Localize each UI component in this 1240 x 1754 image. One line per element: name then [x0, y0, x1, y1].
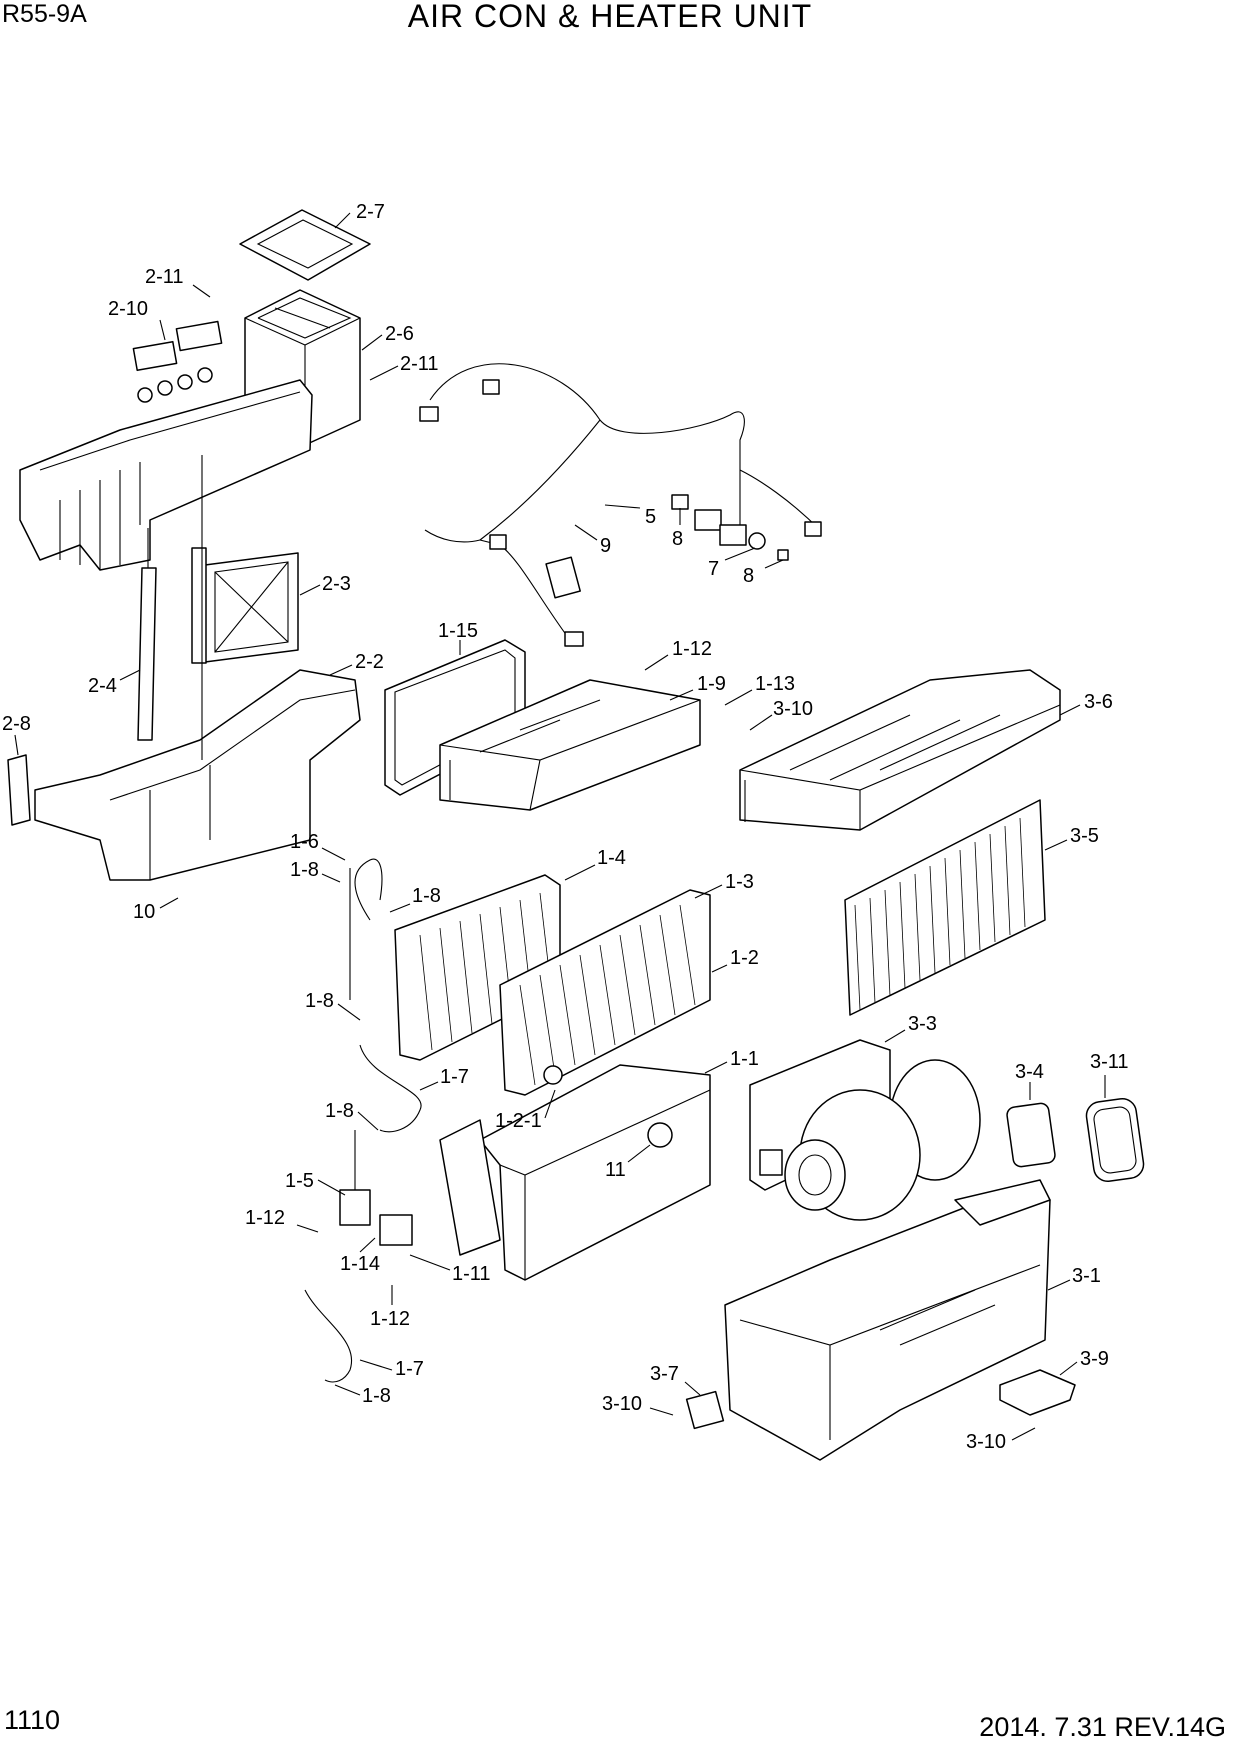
callout-7: 7 — [708, 558, 719, 580]
filter-frame-2-7 — [239, 209, 371, 281]
callout-1-11: 1-11 — [452, 1263, 491, 1285]
callout-3-3: 3-3 — [908, 1013, 937, 1035]
case-lower-1-1 — [439, 1064, 711, 1281]
lower-duct-2-2 — [7, 669, 361, 881]
case-lower-3-1 — [724, 1179, 1051, 1461]
callout-3-1: 3-1 — [1072, 1265, 1101, 1287]
callout-8-harness-left: 8 — [672, 528, 683, 550]
revision-date: 2014. 7.31 REV.14G — [979, 1712, 1226, 1742]
heater-valve-1-5 — [339, 868, 413, 1246]
callout-1-8-bottom: 1-8 — [362, 1385, 391, 1407]
callout-1-5: 1-5 — [285, 1170, 314, 1192]
page-number: 1110 — [4, 1705, 61, 1735]
callout-3-4: 3-4 — [1015, 1061, 1044, 1083]
callout-1-12-bottom: 1-12 — [370, 1308, 410, 1330]
callout-3-10-bottom-right: 3-10 — [966, 1431, 1006, 1453]
actuators-3-7-3-9 — [685, 1369, 1076, 1430]
heater-core-1-4 — [394, 874, 561, 1061]
callout-3-11: 3-11 — [1090, 1051, 1129, 1073]
evaporator-1-2 — [499, 889, 711, 1096]
case-top-3-6 — [739, 669, 1061, 831]
callout-1-8-middle: 1-8 — [305, 990, 334, 1012]
callout-3-6: 3-6 — [1084, 691, 1113, 713]
callout-1-7-upper: 1-7 — [440, 1066, 469, 1088]
callout-2-11-top: 2-11 — [145, 266, 184, 288]
upper-duct-2-1 — [19, 367, 313, 571]
callout-2-3: 2-3 — [322, 573, 351, 595]
callout-1-3: 1-3 — [725, 871, 754, 893]
air-filter-2-3 — [191, 547, 299, 664]
callout-1-8-upper-right: 1-8 — [412, 885, 441, 907]
model-number: R55-9A — [2, 0, 87, 28]
callout-1-1: 1-1 — [730, 1048, 759, 1070]
callout-3-9: 3-9 — [1080, 1348, 1109, 1370]
callout-2-2: 2-2 — [355, 651, 384, 673]
callout-1-14: 1-14 — [340, 1253, 380, 1275]
callout-1-12-left: 1-12 — [245, 1207, 285, 1229]
page-title: AIR CON & HEATER UNIT — [407, 0, 813, 34]
callout-5: 5 — [645, 506, 656, 528]
callout-2-4: 2-4 — [88, 675, 117, 697]
callout-2-6: 2-6 — [385, 323, 414, 345]
callout-10: 10 — [133, 901, 155, 923]
callout-3-10-top: 3-10 — [773, 698, 813, 720]
callout-8-harness-right: 8 — [743, 565, 754, 587]
wiring-harness-5 — [419, 363, 822, 647]
actuators-2-10 — [132, 320, 223, 372]
callout-1-4: 1-4 — [597, 847, 626, 869]
blower-3-3 — [749, 1039, 981, 1221]
hoses-1-6-1-7 — [304, 858, 422, 1383]
callout-1-7-lower: 1-7 — [395, 1358, 424, 1380]
callout-2-11-right: 2-11 — [400, 353, 439, 375]
seal-strip-2-4 — [137, 567, 157, 741]
callout-3-10-bottom-left: 3-10 — [602, 1393, 642, 1415]
callout-1-15: 1-15 — [438, 620, 478, 642]
callout-1-12-top: 1-12 — [672, 638, 712, 660]
callout-2-10: 2-10 — [108, 298, 148, 320]
callout-1-2: 1-2 — [730, 947, 759, 969]
callout-1-8-lower: 1-8 — [325, 1100, 354, 1122]
callout-1-2-1: 1-2-1 — [495, 1110, 542, 1132]
callout-1-8-upper-left: 1-8 — [290, 859, 319, 881]
callout-1-9: 1-9 — [697, 673, 726, 695]
callout-1-13: 1-13 — [755, 673, 795, 695]
callout-1-6: 1-6 — [290, 831, 319, 853]
callout-9: 9 — [600, 535, 611, 557]
callout-11: 11 — [605, 1159, 626, 1181]
gaskets-3-4-3-11 — [1006, 1097, 1145, 1183]
callout-2-7: 2-7 — [356, 201, 385, 223]
callout-labels: 2-7 2-11 2-10 2-6 2-11 2-3 2-4 2-2 2-8 1… — [2, 201, 1129, 1453]
callout-3-5: 3-5 — [1070, 825, 1099, 847]
callout-2-8: 2-8 — [2, 713, 31, 735]
filter-3-5 — [844, 799, 1046, 1016]
callout-3-7: 3-7 — [650, 1363, 679, 1385]
case-top-1-9 — [439, 679, 701, 811]
